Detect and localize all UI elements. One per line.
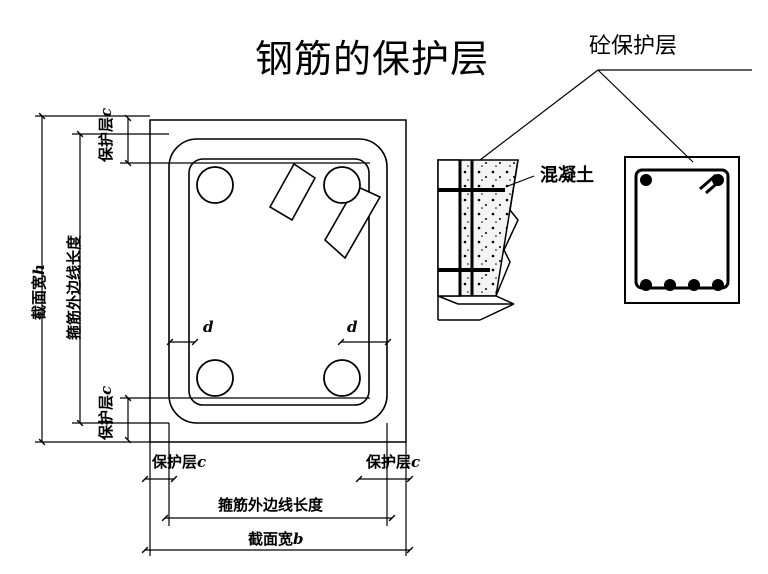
main-bars <box>196 166 361 397</box>
stirrup-hook <box>268 162 382 260</box>
stirrup-outer <box>168 138 388 424</box>
bottom-dimensions <box>141 338 414 556</box>
diameter-label-left: d <box>203 318 214 336</box>
concrete-block <box>437 159 519 321</box>
cover-bottom-label: 保护层c <box>97 385 115 440</box>
concrete-label: 混凝土 <box>540 165 594 186</box>
bar-bottom-right <box>323 359 361 397</box>
stirrup-inner <box>188 158 370 406</box>
cover-left-label: 保护层c <box>152 453 207 471</box>
cover-right-label: 保护层c <box>366 453 421 471</box>
small-section <box>624 156 740 304</box>
stirrup-length-bottom-label: 箍筋外边线长度 <box>218 496 324 514</box>
stirrup-length-left-label: 箍筋外边线长度 <box>65 234 83 340</box>
cover-top-label: 保护层c <box>97 107 115 162</box>
page-title: 钢筋的保护层 <box>255 37 490 81</box>
callout-label: 砼保护层 <box>589 34 678 59</box>
concrete-leader <box>507 175 535 187</box>
section-height-label: 截面宽h <box>30 264 48 320</box>
bar-top-left <box>196 166 234 204</box>
section-width-label: 截面宽b <box>248 530 304 548</box>
section-outline <box>149 119 407 443</box>
bar-bottom-left <box>196 359 234 397</box>
bar-top-right <box>323 166 361 204</box>
callout-leader <box>479 69 752 163</box>
left-dimensions <box>35 112 370 446</box>
diameter-label-right: d <box>347 318 358 336</box>
